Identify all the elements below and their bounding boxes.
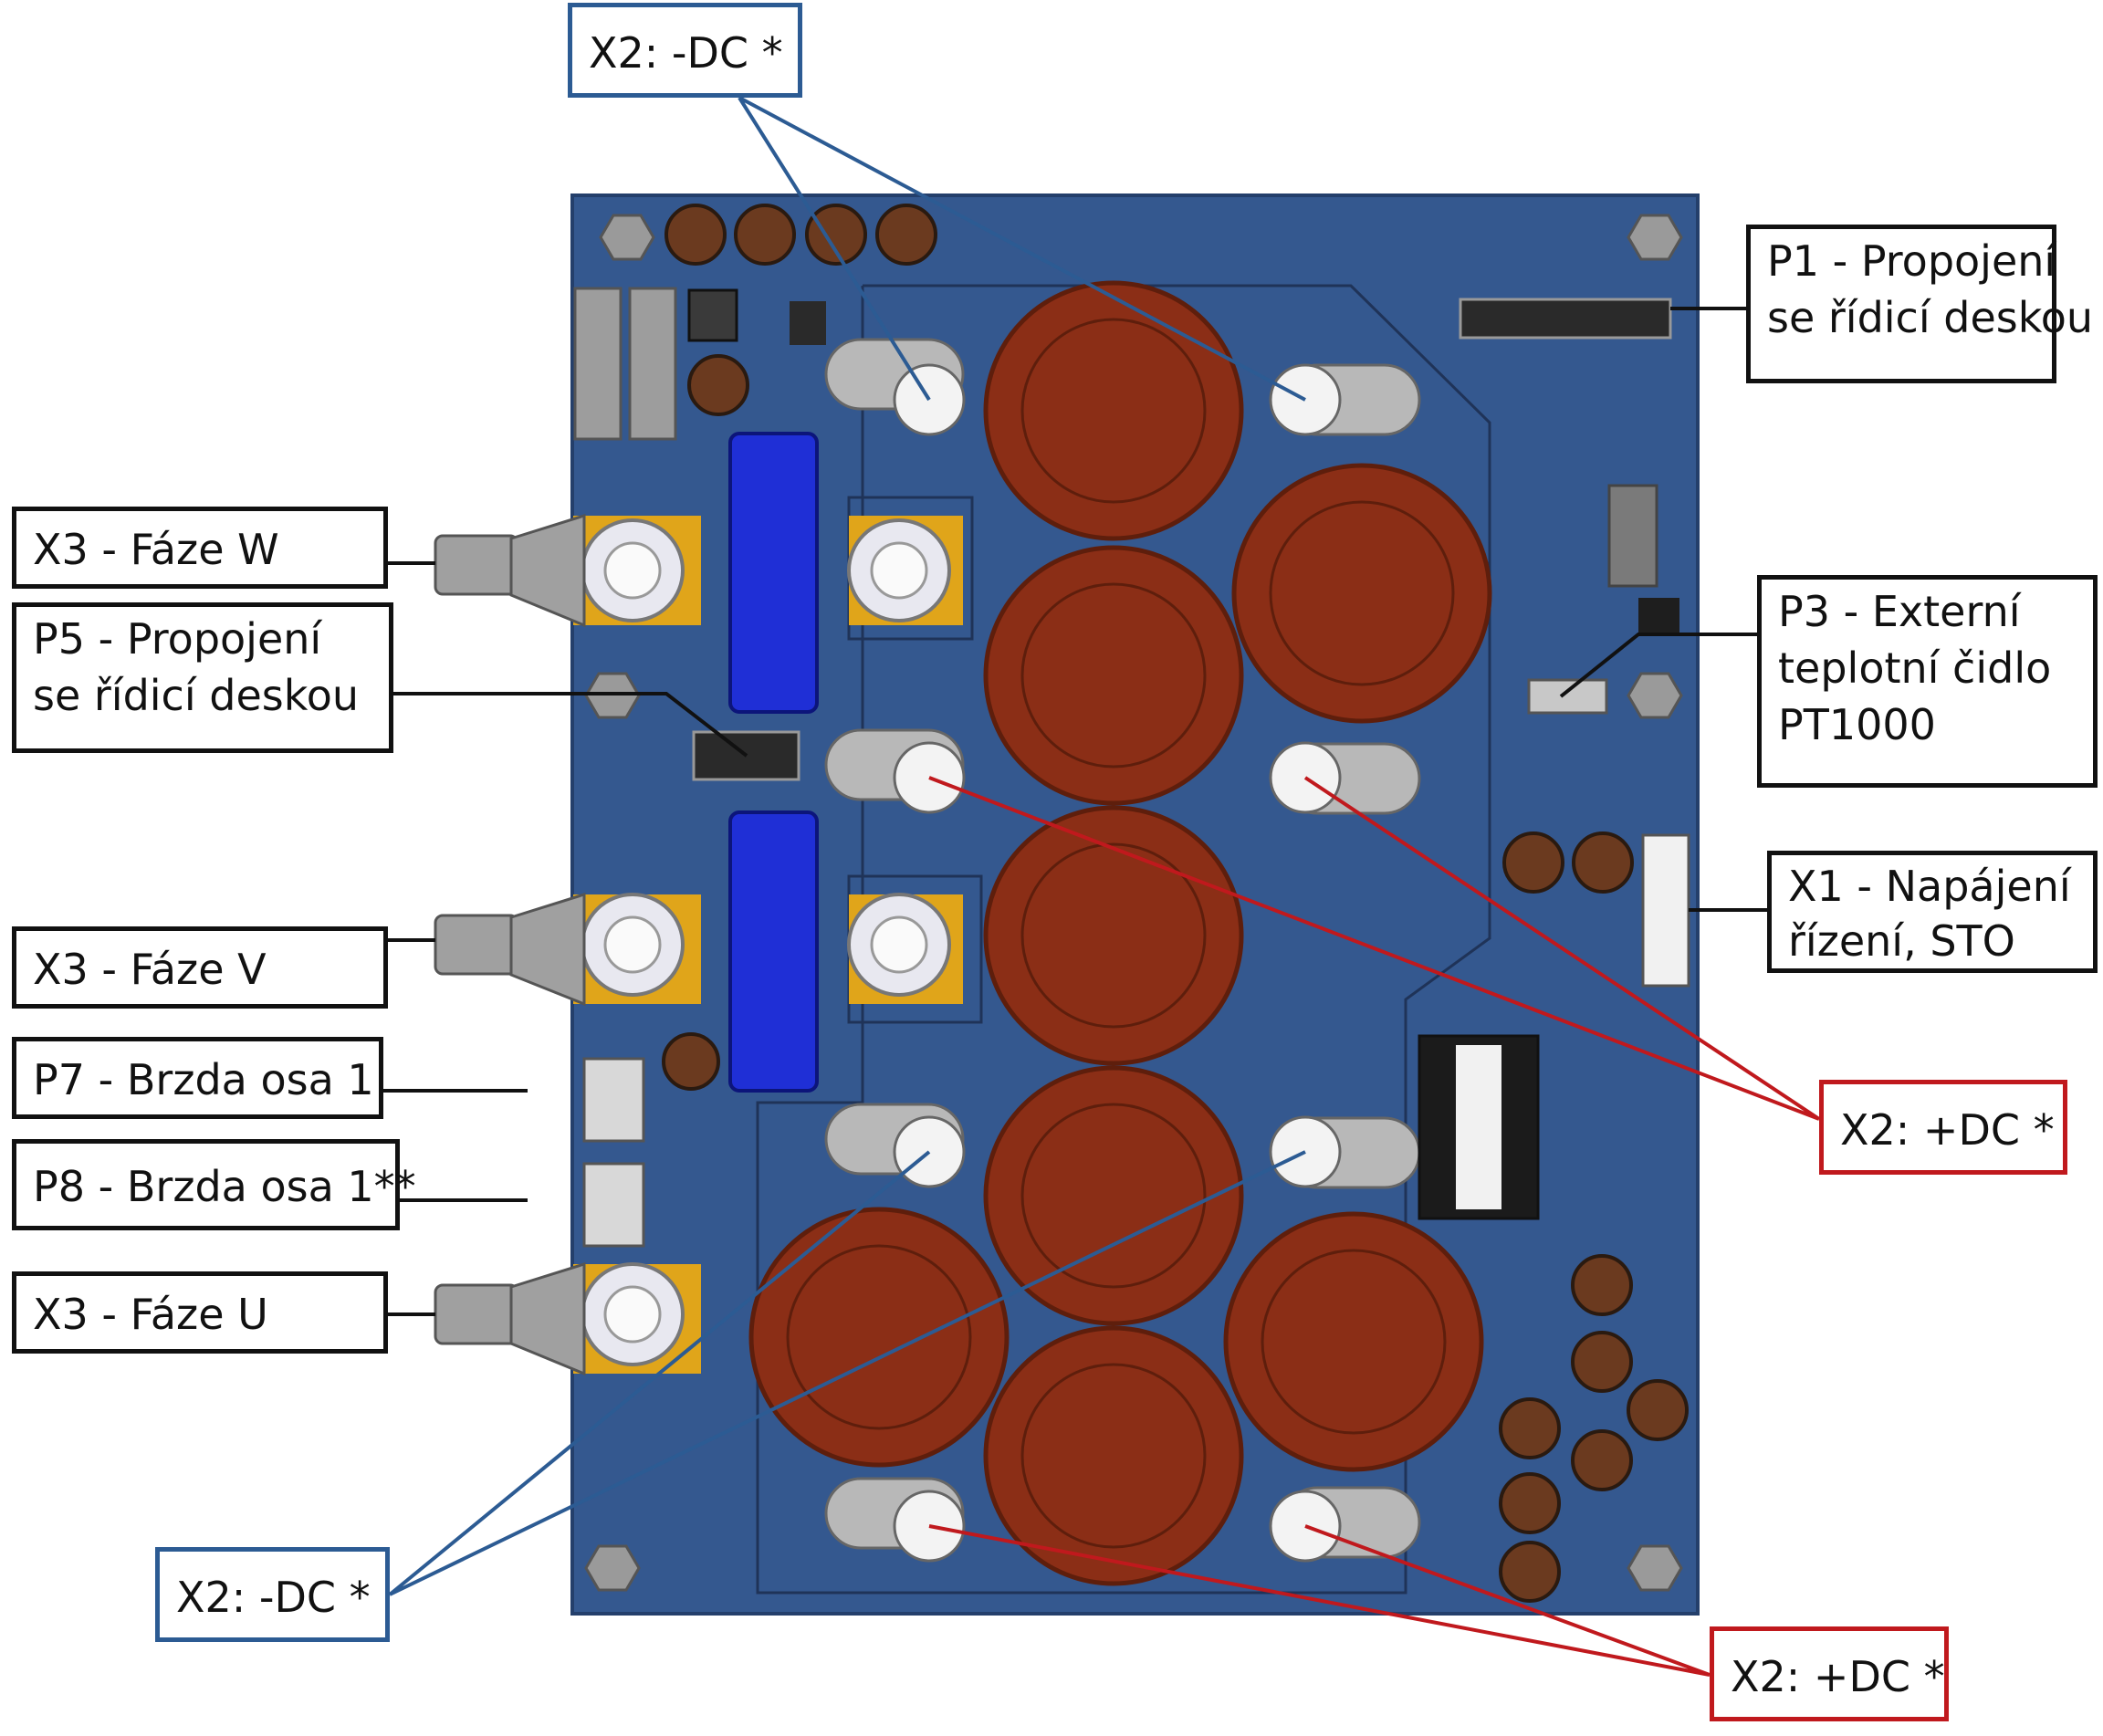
label-x3-phase-v: X3 - Fáze V bbox=[12, 926, 388, 1009]
label-text: X3 - Fáze W bbox=[33, 525, 279, 574]
p8-connector bbox=[582, 1162, 645, 1248]
controller-ic bbox=[1607, 484, 1658, 588]
label-p5: P5 - Propojení se řídicí deskou bbox=[12, 602, 393, 753]
label-p3: P3 - Externí teplotní čidlo PT1000 bbox=[1757, 575, 2098, 788]
resistor-block bbox=[628, 287, 677, 441]
label-x2-pos-dc-right: X2: +DC * bbox=[1819, 1080, 2067, 1175]
leader-p5 bbox=[393, 692, 748, 758]
small-capacitor bbox=[662, 204, 1689, 1603]
label-x3-phase-w: X3 - Fáze W bbox=[12, 507, 388, 589]
phase-cable bbox=[434, 513, 586, 1376]
label-text-line-2: se řídicí deskou bbox=[33, 671, 360, 720]
label-text: X2: -DC * bbox=[589, 28, 783, 78]
leader-x2-neg-bottom bbox=[388, 1150, 1306, 1596]
p3-connector bbox=[1527, 678, 1608, 715]
transformer-core bbox=[1456, 1045, 1501, 1209]
label-x3-phase-u: X3 - Fáze U bbox=[12, 1271, 388, 1354]
label-x2-neg-dc-top: X2: -DC * bbox=[568, 3, 802, 98]
label-text-line-2: se řídicí deskou bbox=[1767, 293, 2094, 342]
p1-connector bbox=[1459, 298, 1672, 340]
label-text: P8 - Brzda osa 1** bbox=[33, 1162, 416, 1211]
label-text: X2: -DC * bbox=[176, 1573, 371, 1622]
label-text: P7 - Brzda osa 1 bbox=[33, 1055, 374, 1104]
label-text-line-1: P3 - Externí bbox=[1778, 587, 2021, 636]
p7-connector bbox=[582, 1057, 645, 1143]
label-x2-neg-dc-bottom: X2: -DC * bbox=[155, 1547, 390, 1642]
label-x1: X1 - Napájení řízení, STO bbox=[1767, 851, 2098, 973]
x1-connector bbox=[1641, 833, 1690, 988]
label-text: X3 - Fáze V bbox=[33, 945, 267, 994]
label-x2-pos-dc-bottom: X2: +DC * bbox=[1710, 1626, 1949, 1721]
leader-x2-pos-right bbox=[928, 776, 1821, 1121]
resistor-block bbox=[573, 287, 623, 441]
label-p7: P7 - Brzda osa 1 bbox=[12, 1037, 383, 1119]
label-text: X2: +DC * bbox=[1840, 1105, 2055, 1155]
label-p8: P8 - Brzda osa 1** bbox=[12, 1139, 416, 1230]
label-text-line-1: X1 - Napájení bbox=[1788, 862, 2071, 911]
label-text-line-2: řízení, STO bbox=[1788, 916, 2015, 966]
igbt-module bbox=[728, 810, 819, 1093]
label-text: X2: +DC * bbox=[1731, 1652, 1945, 1701]
label-text-line-1: P1 - Propojení bbox=[1767, 236, 2056, 286]
leader-x2-pos-bottom bbox=[928, 1524, 1711, 1677]
leader-x2-neg-top bbox=[738, 96, 1306, 402]
igbt-module bbox=[728, 432, 819, 714]
ic-chip bbox=[790, 301, 826, 345]
label-text-line-3: PT1000 bbox=[1778, 700, 1936, 749]
label-text-line-2: teplotní čidlo bbox=[1778, 643, 2052, 693]
p3-chip bbox=[1638, 598, 1679, 634]
label-text: X3 - Fáze U bbox=[33, 1290, 268, 1339]
inductor bbox=[687, 288, 738, 342]
label-p1: P1 - Propojení se řídicí deskou bbox=[1746, 225, 2094, 383]
label-text-line-1: P5 - Propojení bbox=[33, 614, 322, 664]
leader-p3 bbox=[1559, 633, 1757, 698]
